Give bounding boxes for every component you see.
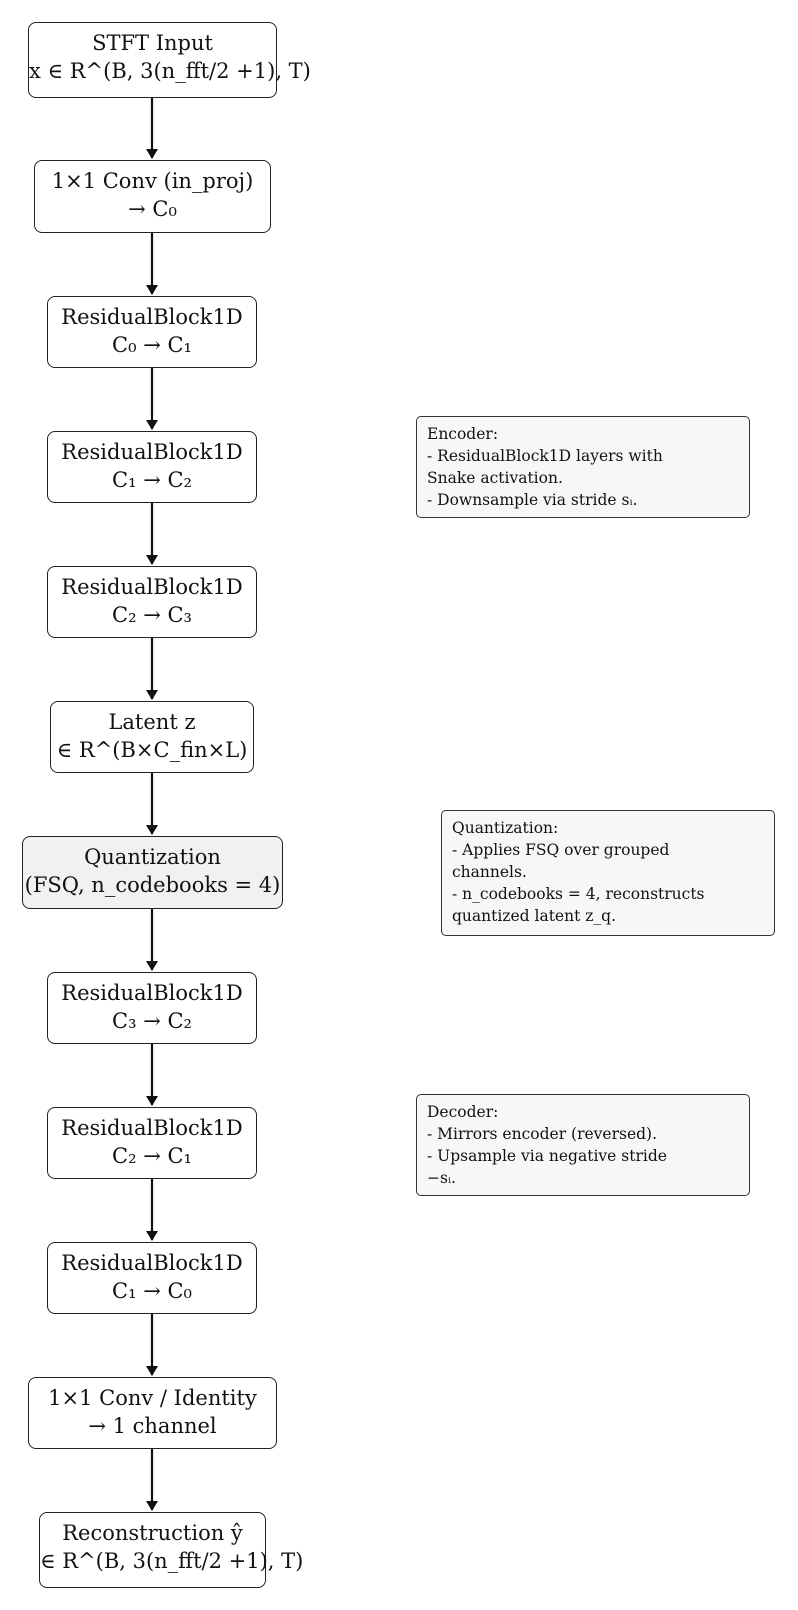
quantization-params: (FSQ, n_codebooks = 4) — [24, 873, 281, 897]
quantization-note-line-1: Quantization: — [452, 819, 559, 837]
in-proj-conv-title: 1×1 Conv (in_proj) — [51, 169, 254, 193]
latent-node: Latent z ∈ R^(B×C_fin×L) — [50, 701, 254, 773]
decoder-block-2-node: ResidualBlock1D C₂ → C₁ — [47, 1107, 257, 1179]
encoder-note-line-1: Encoder: — [427, 425, 499, 443]
reconstruction-shape: ∈ R^(B, 3(n_fft/2 +1), T) — [40, 1549, 304, 1573]
decoder-note-line-2: - Mirrors encoder (reversed). — [427, 1125, 658, 1143]
encoder-block-1-title: ResidualBlock1D — [61, 305, 243, 329]
encoder-note-line-2: - ResidualBlock1D layers with — [427, 447, 663, 465]
encoder-block-3-node: ResidualBlock1D C₂ → C₃ — [47, 566, 257, 638]
in-proj-conv-output: → C₀ — [128, 197, 177, 221]
out-conv-node: 1×1 Conv / Identity → 1 channel — [28, 1377, 277, 1449]
quantization-title: Quantization — [84, 845, 221, 869]
decoder-block-2-channels: C₂ → C₁ — [112, 1144, 192, 1168]
encoder-block-1-channels: C₀ → C₁ — [112, 333, 192, 357]
out-conv-title: 1×1 Conv / Identity — [48, 1386, 257, 1410]
quantization-note-line-4: - n_codebooks = 4, reconstructs — [452, 885, 705, 903]
quantization-node: Quantization (FSQ, n_codebooks = 4) — [22, 836, 283, 909]
in-proj-conv-node: 1×1 Conv (in_proj) → C₀ — [34, 160, 271, 233]
decoder-note-line-3: - Upsample via negative stride — [427, 1147, 667, 1165]
encoder-note-line-4: - Downsample via stride sᵢ. — [427, 491, 638, 509]
decoder-block-1-title: ResidualBlock1D — [61, 981, 243, 1005]
decoder-block-3-channels: C₁ → C₀ — [112, 1279, 192, 1303]
encoder-block-2-node: ResidualBlock1D C₁ → C₂ — [47, 431, 257, 503]
encoder-block-2-channels: C₁ → C₂ — [112, 468, 192, 492]
quantization-note-line-3: channels. — [452, 863, 527, 881]
decoder-block-1-node: ResidualBlock1D C₃ → C₂ — [47, 972, 257, 1044]
encoder-block-3-title: ResidualBlock1D — [61, 575, 243, 599]
out-conv-output: → 1 channel — [88, 1414, 217, 1438]
encoder-block-2-title: ResidualBlock1D — [61, 440, 243, 464]
latent-shape: ∈ R^(B×C_fin×L) — [56, 738, 248, 762]
stft-input-node: STFT Input x ∈ R^(B, 3(n_fft/2 +1), T) — [28, 22, 311, 98]
reconstruction-node: Reconstruction ŷ ∈ R^(B, 3(n_fft/2 +1), … — [39, 1512, 304, 1588]
decoder-block-3-title: ResidualBlock1D — [61, 1251, 243, 1275]
decoder-note: Decoder: - Mirrors encoder (reversed). -… — [416, 1094, 750, 1196]
encoder-block-1-node: ResidualBlock1D C₀ → C₁ — [47, 296, 257, 368]
quantization-note-line-5: quantized latent z_q. — [452, 907, 617, 925]
decoder-block-3-node: ResidualBlock1D C₁ → C₀ — [47, 1242, 257, 1314]
encoder-note-line-3: Snake activation. — [427, 469, 563, 487]
latent-title: Latent z — [108, 710, 196, 734]
decoder-note-line-4: −sᵢ. — [427, 1169, 456, 1187]
encoder-block-3-channels: C₂ → C₃ — [112, 603, 192, 627]
quantization-note-line-2: - Applies FSQ over grouped — [452, 841, 670, 859]
stft-input-shape: x ∈ R^(B, 3(n_fft/2 +1), T) — [29, 59, 311, 83]
decoder-block-1-channels: C₃ → C₂ — [112, 1009, 192, 1033]
stft-input-title: STFT Input — [92, 31, 213, 55]
quantization-note: Quantization: - Applies FSQ over grouped… — [441, 810, 775, 936]
decoder-block-2-title: ResidualBlock1D — [61, 1116, 243, 1140]
reconstruction-title: Reconstruction ŷ — [62, 1521, 243, 1545]
encoder-note: Encoder: - ResidualBlock1D layers with S… — [416, 416, 750, 518]
decoder-note-line-1: Decoder: — [427, 1103, 499, 1121]
